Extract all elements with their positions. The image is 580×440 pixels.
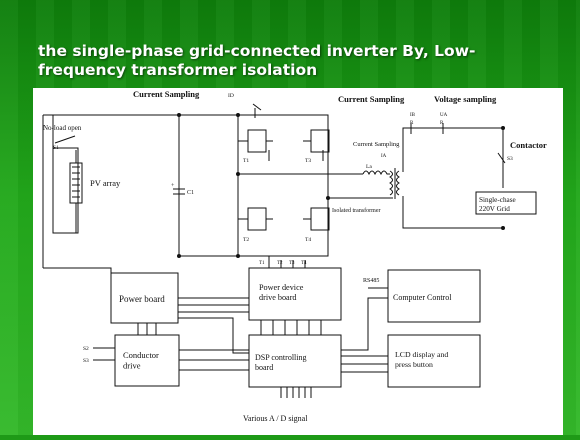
igbt-t2 [247, 207, 267, 231]
igbt-t3 [310, 129, 330, 153]
label-ib: IB [410, 113, 416, 118]
label-r2: R [440, 121, 444, 126]
circuit-diagram: Current Sampling ID Current Sampling Vol… [33, 88, 563, 435]
block-label-power-board: Power board [119, 294, 165, 304]
switch-s1 [54, 135, 76, 144]
grid-bottom-wire [402, 196, 503, 229]
label-t3: T3 [305, 158, 311, 164]
slide-title: the single-phase grid-connected inverter… [38, 42, 476, 79]
label-bus-t3: T3 [289, 261, 295, 266]
dsp-to-computer-link [341, 297, 388, 351]
h-bridge-frame [237, 114, 329, 257]
grid-top-wire [402, 127, 504, 188]
label-current-sampling-left: Current Sampling [133, 89, 200, 99]
label-no-load-open: No-load open [43, 124, 82, 132]
label-t2: T2 [243, 237, 249, 243]
label-current-sampling-right: Current Sampling [338, 94, 405, 104]
label-ad-signal: Various A / D signal [243, 414, 308, 423]
computer-control-block [387, 269, 481, 323]
block-label-computer-control: Computer Control [393, 293, 452, 302]
pv-return-wire [43, 267, 112, 283]
dsp-to-lcd-links [341, 355, 388, 373]
grid-box [475, 191, 537, 215]
ad-signal-lines [280, 387, 312, 398]
power-to-conductor-links [137, 323, 157, 335]
capacitor-c1 [173, 188, 185, 195]
power-device-drive-board-block [248, 267, 342, 321]
label-bus-t2: T2 [277, 261, 283, 266]
contactor-switch [497, 152, 506, 164]
transformer-primary [389, 170, 393, 196]
power-to-dsp-link [178, 317, 249, 354]
label-contactor: Contactor [510, 140, 547, 150]
igbt-t4 [310, 207, 330, 231]
label-c1: C1 [187, 190, 194, 196]
gate-signal-lines [268, 256, 306, 268]
transformer-secondary [396, 170, 400, 196]
label-r1: R [410, 121, 414, 126]
label-id-left: ID [228, 93, 234, 99]
lcd-display-block [387, 334, 481, 388]
pv-inner-loop [52, 115, 79, 234]
label-s3-bottom: S3 [83, 358, 89, 364]
label-s2: S2 [83, 346, 89, 352]
dc-bus-left [178, 115, 238, 257]
drive-to-dsp-links [260, 320, 322, 335]
circuit-diagram-svg: Current Sampling ID Current Sampling Vol… [42, 89, 547, 423]
label-isolated-transformer: Isolated transformer [332, 207, 380, 214]
sampling-taps [410, 123, 444, 134]
label-current-sampling-mid: Current Sampling [353, 141, 400, 148]
igbt-t1 [247, 129, 267, 153]
label-ua: UA [440, 113, 448, 118]
label-t4: T4 [305, 237, 311, 243]
label-ia: IA [381, 154, 387, 159]
conductor-to-dsp-links [179, 349, 249, 371]
dsp-controlling-board-block [248, 334, 342, 388]
label-plus: + [171, 183, 175, 189]
pv-cells [72, 166, 80, 198]
label-t1: T1 [243, 158, 249, 164]
label-voltage-sampling: Voltage sampling [434, 94, 497, 104]
power-to-drive-links [178, 297, 249, 313]
label-rs485: RS485 [363, 278, 379, 284]
diodes [268, 150, 324, 161]
inductor-la [362, 170, 390, 176]
label-la: La [366, 164, 372, 170]
label-pv-array: PV array [90, 178, 121, 188]
label-s1: S1 [53, 145, 59, 151]
label-bus-t1: T1 [259, 261, 265, 266]
label-bus-t4: T4 [301, 261, 307, 266]
s2-s3-lines [93, 347, 115, 361]
current-sensor-left [252, 103, 262, 118]
label-s3-top: S3 [507, 156, 513, 162]
